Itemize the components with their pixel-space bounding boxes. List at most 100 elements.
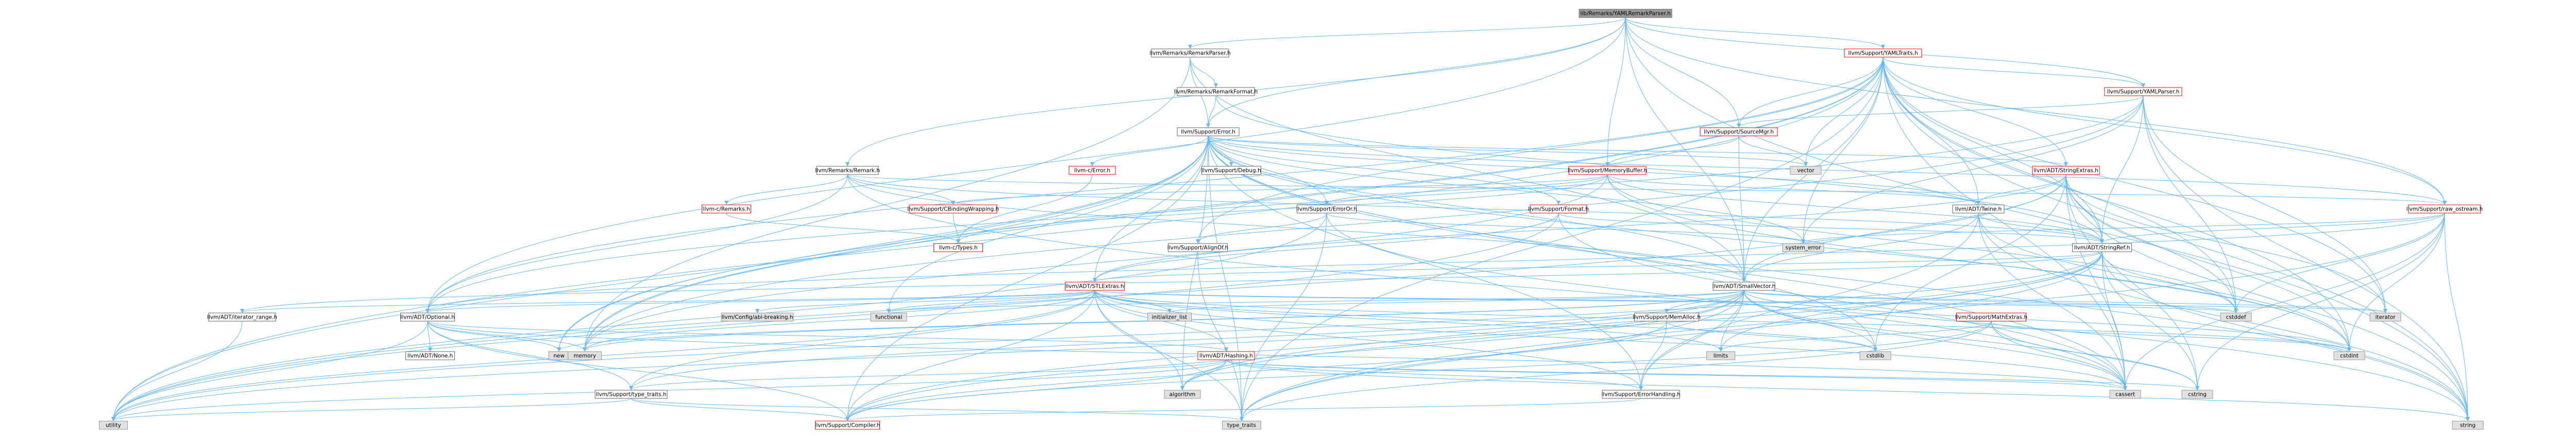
node-label: memory (573, 353, 596, 359)
node-label: llvm/ADT/SmallVector.h (1713, 284, 1776, 290)
node-box (1177, 87, 1255, 96)
node-box (1568, 166, 1647, 175)
graph-node-hashing[interactable]: llvm/ADT/Hashing.h (1197, 351, 1255, 360)
graph-node-stlextras[interactable]: llvm/ADT/STLExtras.h (1065, 282, 1125, 291)
graph-node-memalloc[interactable]: llvm/Support/MemAlloc.h (1633, 312, 1701, 322)
graph-node-sourcemgr[interactable]: llvm/Support/SourceMgr.h (1700, 127, 1778, 136)
include-edge (847, 174, 955, 205)
graph-node-smallvector[interactable]: llvm/ADT/SmallVector.h (1713, 282, 1776, 291)
graph-node-llvmcerror[interactable]: llvm-c/Error.h (1069, 166, 1116, 175)
graph-node-yamltraits[interactable]: llvm/Support/YAMLTraits.h (1844, 48, 1922, 58)
include-edge (426, 290, 1095, 313)
include-edge (111, 398, 632, 421)
graph-node-stringextras[interactable]: llvm/ADT/StringExtras.h (2032, 166, 2100, 175)
node-box (909, 204, 997, 214)
include-edge (1607, 174, 2104, 243)
include-edge (631, 398, 1244, 421)
node-box (816, 166, 879, 175)
include-edge (1558, 213, 2104, 243)
graph-node-errorhandling[interactable]: llvm/Support/ErrorHandling.h (1601, 390, 1681, 399)
node-label: llvm/Support/Error.h (1181, 129, 1235, 135)
node-box (1197, 351, 1255, 360)
include-edge (111, 321, 428, 421)
node-box (1859, 351, 1891, 360)
graph-node-ctypes[interactable]: llvm-c/Types.h (934, 243, 983, 252)
node-box (208, 312, 276, 322)
graph-node-systemerror: system_error (1782, 243, 1824, 252)
graph-node-iteratorrange[interactable]: llvm/ADT/iterator_range.h (207, 312, 277, 322)
graph-node-stringref[interactable]: llvm/ADT/StringRef.h (2072, 243, 2132, 252)
include-edge (1883, 57, 2387, 313)
include-edge (1991, 321, 2351, 352)
graph-node-algorithm: algorithm (1164, 390, 1201, 399)
graph-node-cremarks[interactable]: llvm-c/Remarks.h (702, 204, 751, 214)
node-label: iterator (2375, 315, 2396, 321)
node-box (2181, 390, 2213, 399)
include-edge (1094, 290, 1723, 352)
include-edge (1737, 57, 1884, 128)
include-edge (629, 359, 1227, 390)
node-label: llvm/ADT/StringRef.h (2074, 245, 2130, 251)
node-box (1069, 166, 1116, 175)
include-edge (2065, 174, 2199, 390)
graph-node-root[interactable]: lib/Remarks/YAMLRemarkParser.h (1579, 9, 1672, 18)
include-edge (847, 174, 2104, 243)
include-edge (953, 213, 960, 243)
include-edge (1094, 290, 2127, 390)
graph-node-remark[interactable]: llvm/Remarks/Remark.h (815, 166, 880, 175)
include-edge (1743, 290, 2387, 313)
include-edge (111, 321, 243, 421)
graph-node-errorerr[interactable]: llvm/Support/ErrorOr.h (1296, 204, 1357, 214)
include-edge (1208, 135, 1808, 166)
node-label: system_error (1786, 245, 1821, 251)
node-box (99, 421, 128, 430)
include-edge (631, 398, 850, 421)
include-edge (1196, 213, 1327, 243)
graph-node-remarkparser[interactable]: llvm/Remarks/RemarkParser.h (1149, 48, 1231, 58)
include-edge (1639, 321, 1667, 390)
node-label: algorithm (1170, 392, 1196, 398)
graph-node-compiler[interactable]: llvm/Support/Compiler.h (815, 421, 880, 430)
graph-node-debug[interactable]: llvm/Support/Debug.h (1201, 166, 1261, 175)
include-edge (1605, 17, 1626, 166)
include-edge (2143, 95, 2387, 313)
node-box (1790, 166, 1822, 175)
include-edge (1215, 95, 2104, 243)
graph-node-yamlparser[interactable]: llvm/Support/YAMLParser.h (2104, 87, 2182, 96)
graph-node-memory: memory (568, 351, 602, 360)
graph-node-limits: limits (1706, 351, 1735, 360)
node-box (2369, 312, 2401, 322)
node-label: llvm/Support/MathExtras.h (1955, 315, 2027, 321)
graph-node-error[interactable]: llvm/Support/Error.h (1177, 127, 1240, 136)
node-box (1177, 127, 1240, 136)
node-label: new (553, 353, 565, 359)
graph-node-remarkformat[interactable]: llvm/Remarks/RemarkFormat.h (1174, 87, 1258, 96)
include-edge (111, 135, 1209, 421)
include-edge (427, 321, 432, 352)
graph-node-rawostream[interactable]: llvm/Support/raw_ostream.h (2406, 204, 2483, 214)
node-label: llvm/Support/AlignOf.h (1167, 245, 1228, 251)
include-edge (1208, 135, 2127, 390)
graph-node-alignof[interactable]: llvm/Support/AlignOf.h (1167, 243, 1228, 252)
node-box (1530, 204, 1587, 214)
include-edge (1094, 290, 1184, 390)
graph-node-format[interactable]: llvm/Support/Format.h (1528, 204, 1589, 214)
node-label: cstring (2188, 392, 2207, 398)
graph-node-mathextras[interactable]: llvm/Support/MathExtras.h (1955, 312, 2027, 322)
graph-node-twine[interactable]: llvm/ADT/Twine.h (1952, 204, 2005, 214)
graph-node-typetraits-h[interactable]: llvm/Support/type_traits.h (595, 390, 668, 399)
graph-node-optional[interactable]: llvm/ADT/Optional.h (400, 312, 455, 322)
include-edge (1094, 290, 2387, 313)
node-label: llvm/Support/ErrorHandling.h (1601, 392, 1680, 398)
include-edge (1605, 135, 1739, 166)
include-edge (1558, 213, 2127, 390)
include-edge (1208, 135, 1805, 243)
node-box (1151, 48, 1229, 58)
include-edge (847, 174, 2470, 421)
include-edge (1743, 290, 2199, 390)
graph-node-cbinding[interactable]: llvm/Support/CBindingWrapping.h (907, 204, 999, 214)
graph-node-memorybuffer[interactable]: llvm/Support/MemoryBuffer.h (1568, 166, 1647, 175)
graph-node-none[interactable]: llvm/ADT/None.h (405, 351, 455, 360)
include-edge (111, 359, 1227, 421)
graph-node-cstddef: cstddef (2220, 312, 2252, 322)
